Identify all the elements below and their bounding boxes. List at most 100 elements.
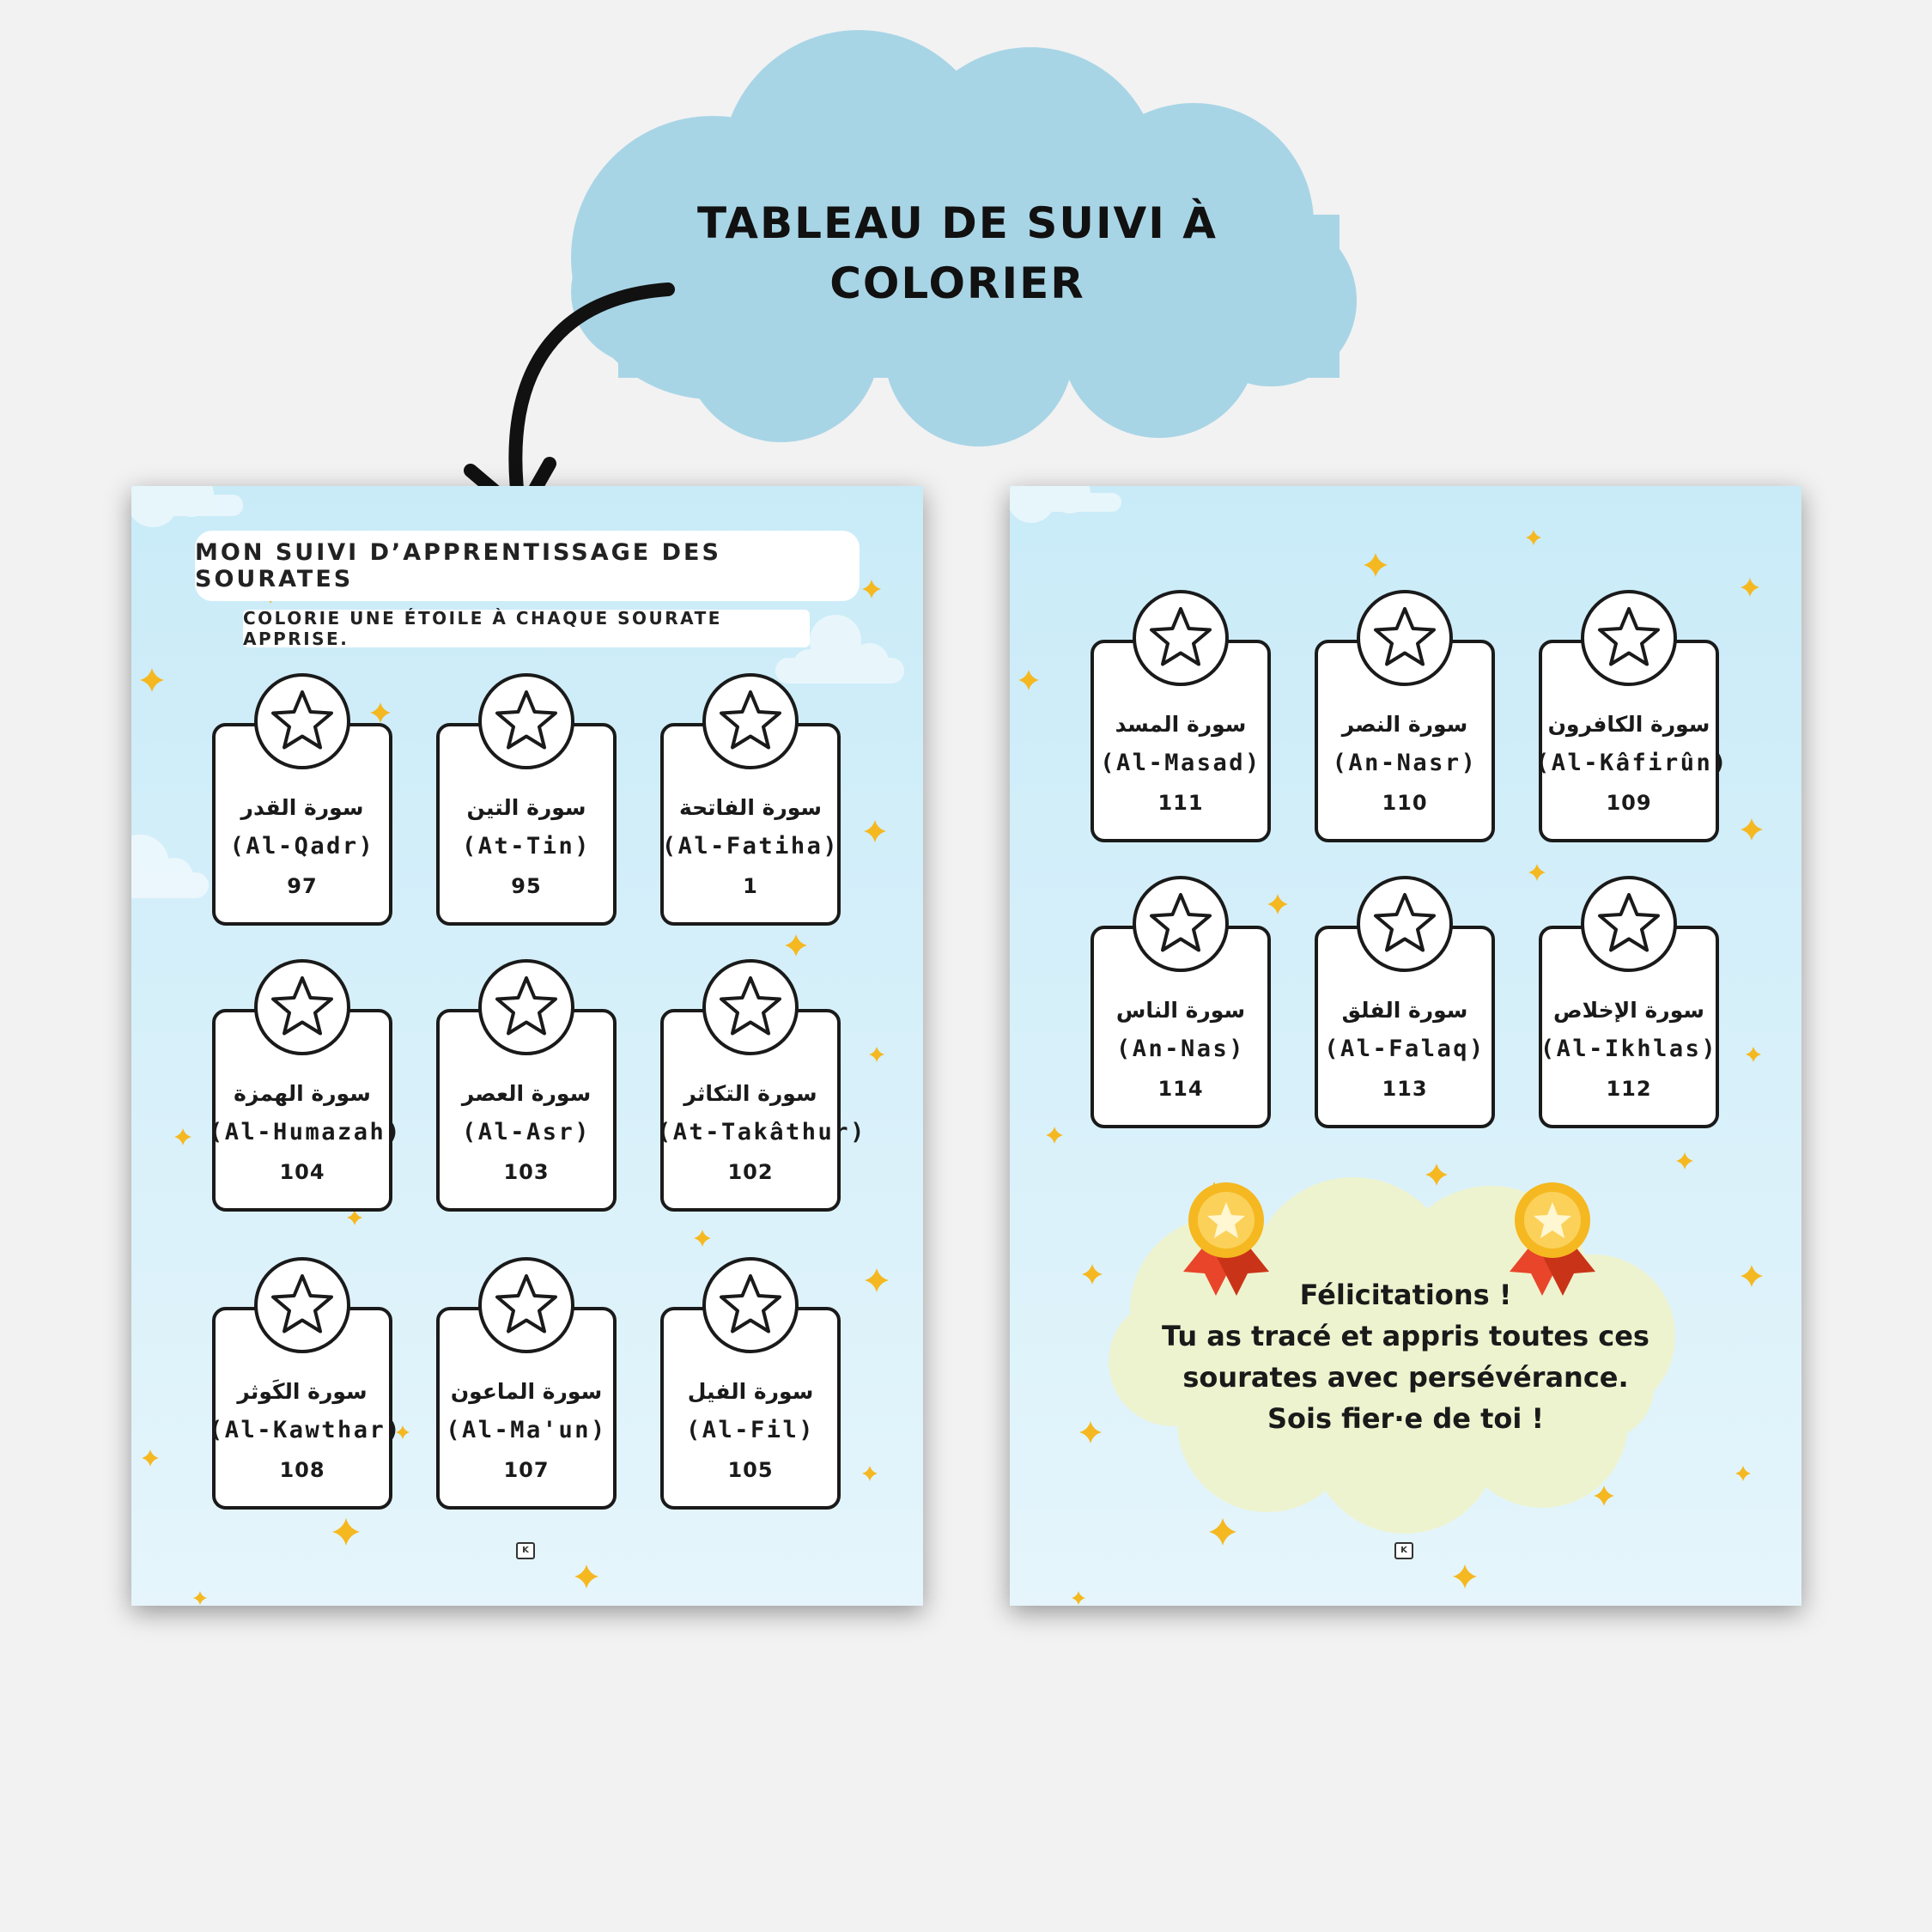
surah-arabic-name: سورة الهمزة: [234, 1081, 371, 1106]
star-badge[interactable]: [254, 1257, 350, 1353]
surah-card[interactable]: سورة الكَوثر (Al-Kawthar) 108: [209, 1257, 400, 1510]
surah-arabic-name: سورة الناس: [1115, 998, 1246, 1023]
surah-number: 103: [503, 1160, 550, 1184]
surah-card[interactable]: سورة الهمزة (Al-Humazah) 104: [209, 959, 400, 1212]
star-badge[interactable]: [478, 1257, 574, 1353]
sparkle-icon: [142, 1449, 159, 1467]
surah-card[interactable]: سورة النصر(An-Nasr)110: [1315, 590, 1495, 842]
star-outline-icon: [720, 690, 781, 750]
surah-transliteration: (An-Nas): [1115, 1036, 1246, 1062]
surah-number: 110: [1382, 791, 1428, 815]
congrats-line1: Félicitations !: [1299, 1279, 1512, 1311]
surah-transliteration: (Al-Kâfirûn): [1535, 750, 1729, 776]
star-badge[interactable]: [254, 673, 350, 769]
page1-decorations: [131, 486, 904, 1605]
star-badge[interactable]: [1133, 590, 1229, 686]
surah-number: 1: [743, 874, 758, 898]
page1-title: MON SUIVI D’APPRENTISSAGE DES SOURATES: [195, 531, 860, 601]
surah-transliteration: (Al-Ma'un): [446, 1417, 607, 1443]
star-badge[interactable]: [1581, 590, 1677, 686]
surah-arabic-name: سورة الفيل: [687, 1379, 814, 1404]
star-badge[interactable]: [254, 959, 350, 1055]
star-badge[interactable]: [702, 673, 799, 769]
star-badge[interactable]: [702, 1257, 799, 1353]
surah-arabic-name: سورة الكَوثر: [237, 1379, 368, 1404]
surah-arabic-name: سورة التكاثر: [683, 1081, 817, 1106]
surah-transliteration: (Al-Qadr): [229, 833, 375, 860]
surah-transliteration: (Al-Masad): [1100, 750, 1261, 776]
sparkle-icon: [1082, 1264, 1103, 1285]
star-outline-icon: [720, 1274, 781, 1334]
congrats-line2: Tu as tracé et appris toutes ces: [1162, 1320, 1649, 1352]
surah-arabic-name: سورة القدر: [240, 795, 364, 820]
star-badge[interactable]: [478, 959, 574, 1055]
surah-transliteration: (An-Nasr): [1332, 750, 1478, 776]
header-title-line2: COLORIER: [829, 258, 1085, 308]
surah-transliteration: (Al-Asr): [461, 1119, 592, 1145]
star-outline-icon: [495, 1274, 557, 1334]
sparkle-icon: [193, 1591, 207, 1605]
sparkle-icon: [1735, 1466, 1751, 1481]
surah-card[interactable]: سورة الناس (An-Nas) 114: [1091, 876, 1271, 1128]
surah-transliteration: (Al-Ikhlas): [1540, 1036, 1718, 1062]
surah-transliteration: (Al-Falaq): [1324, 1036, 1485, 1062]
surah-transliteration: (Al-Humazah): [209, 1119, 403, 1145]
sparkle-icon: [785, 934, 807, 957]
surah-transliteration: (At-Tin): [461, 833, 592, 860]
surah-number: 104: [279, 1160, 325, 1184]
surah-card[interactable]: سورة الكافرون(Al-Kâfirûn)109: [1535, 590, 1727, 842]
surah-card[interactable]: سورة التين(At-Tin)95: [436, 673, 617, 926]
surah-card[interactable]: سورة الإخلاص(Al-Ikhlas)112: [1539, 876, 1719, 1128]
sparkle-icon: [574, 1564, 598, 1589]
surah-card[interactable]: سورة القدر (Al-Qadr) 97: [212, 673, 392, 926]
sparkle-icon: [1528, 864, 1546, 881]
star-outline-icon: [1150, 607, 1212, 666]
page2-decorations: [1010, 486, 1763, 1605]
star-outline-icon: [271, 1274, 333, 1334]
star-badge[interactable]: [1581, 876, 1677, 972]
star-outline-icon: [495, 690, 557, 750]
kp-logo-icon: K: [516, 1542, 535, 1559]
worksheet-page-1: MON SUIVI D’APPRENTISSAGE DES SOURATES C…: [131, 486, 923, 1606]
star-badge[interactable]: [1357, 876, 1453, 972]
sparkle-icon: [1267, 894, 1288, 914]
sparkle-icon: [1526, 530, 1541, 545]
surah-card[interactable]: سورة الفلق(Al-Falaq)113: [1315, 876, 1495, 1128]
sparkle-icon: [1046, 1127, 1063, 1144]
star-outline-icon: [271, 976, 333, 1036]
star-badge[interactable]: [1133, 876, 1229, 972]
sparkle-icon: [370, 702, 391, 723]
surah-arabic-name: سورة الفلق: [1341, 998, 1468, 1023]
star-badge[interactable]: [702, 959, 799, 1055]
star-badge[interactable]: [1357, 590, 1453, 686]
sparkle-icon: [869, 1047, 884, 1062]
sparkle-icon: [1594, 1485, 1614, 1506]
sparkle-icon: [1741, 1265, 1763, 1287]
surah-arabic-name: سورة المسد: [1115, 712, 1247, 737]
surah-card[interactable]: سورة الفاتحة(Al-Fatiha)1: [660, 673, 841, 926]
surah-number: 114: [1157, 1077, 1204, 1101]
medal-icon: [1183, 1182, 1269, 1296]
star-outline-icon: [1150, 893, 1212, 952]
surah-transliteration: (Al-Kawthar): [209, 1417, 403, 1443]
sparkle-icon: [1741, 578, 1759, 597]
surah-card[interactable]: سورة المسد(Al-Masad)111: [1091, 590, 1271, 842]
surah-number: 97: [287, 874, 318, 898]
sparkle-icon: [862, 580, 881, 598]
sparkle-icon: [1079, 1421, 1102, 1443]
congrats-line3: sourates avec persévérance.: [1182, 1361, 1629, 1394]
page1-subtitle: COLORIE UNE ÉTOILE À CHAQUE SOURATE APPR…: [243, 608, 810, 649]
surah-arabic-name: سورة التين: [466, 795, 586, 820]
surah-number: 108: [279, 1458, 325, 1482]
surah-arabic-name: سورة العصر: [461, 1081, 592, 1106]
surah-card[interactable]: سورة التكاثر(At-Takâthur)102: [657, 959, 864, 1212]
surah-arabic-name: سورة الإخلاص: [1553, 998, 1704, 1023]
sparkle-icon: [1676, 1152, 1693, 1170]
surah-card[interactable]: سورة العصر (Al-Asr) 103: [436, 959, 617, 1212]
star-badge[interactable]: [478, 673, 574, 769]
surah-card[interactable]: سورة الفيل(Al-Fil)105: [660, 1257, 841, 1510]
surah-card[interactable]: سورة الماعون(Al-Ma'un)107: [436, 1257, 617, 1510]
congrats-line4: Sois fier·e de toi !: [1267, 1402, 1545, 1435]
sparkle-icon: [1018, 670, 1039, 690]
